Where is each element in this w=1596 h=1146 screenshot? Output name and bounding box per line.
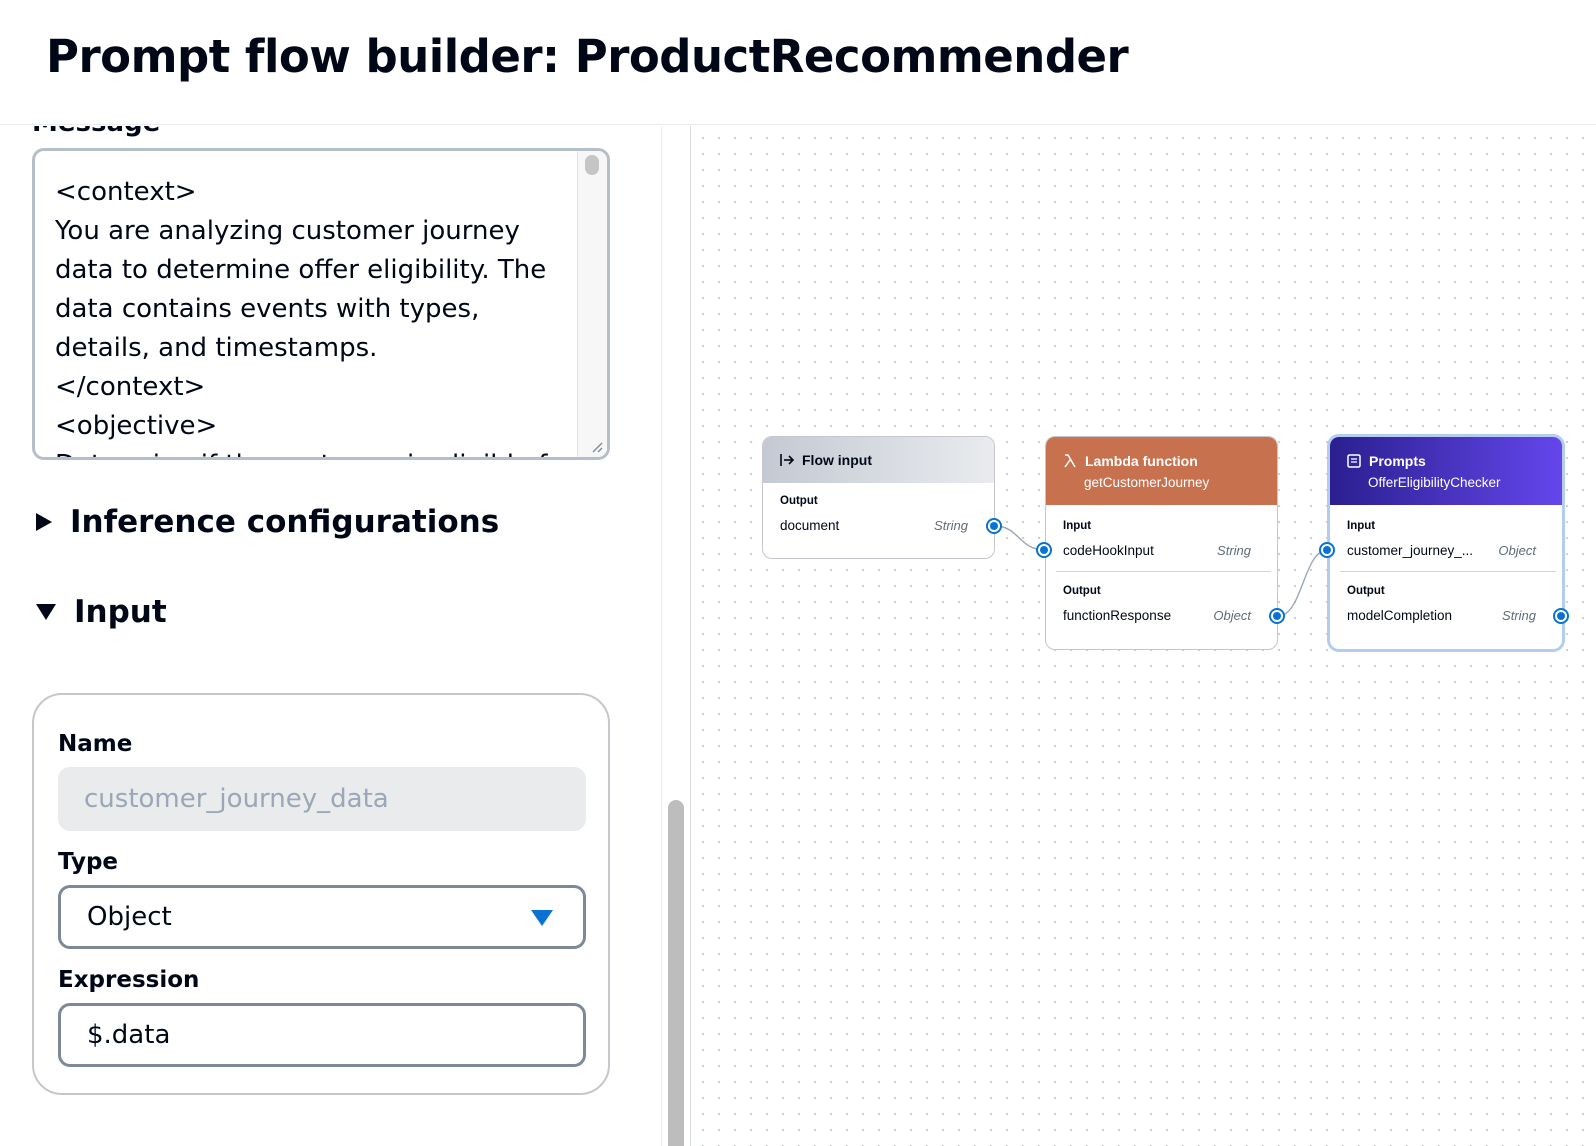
name-label: Name: [58, 731, 133, 757]
node-lambda-function[interactable]: Lambda function getCustomerJourney Input…: [1045, 436, 1278, 650]
expression-label: Expression: [58, 967, 200, 993]
caret-down-icon: [36, 604, 56, 620]
node-prompts-input-label: Input: [1347, 520, 1376, 532]
expression-input[interactable]: $.data: [58, 1003, 586, 1067]
resize-grip-icon[interactable]: [591, 441, 603, 453]
page-title: Prompt flow builder: ProductRecommender: [46, 30, 1129, 83]
message-text: <context> You are analyzing customer jou…: [55, 177, 574, 457]
node-prompts-header: Prompts OfferEligibilityChecker: [1330, 437, 1562, 505]
node-flow-input[interactable]: Flow input Output document String: [762, 436, 995, 559]
message-scroll-thumb[interactable]: [585, 155, 599, 175]
node-flow-input-output-label: Output: [780, 495, 818, 507]
node-prompts-subtitle: OfferEligibilityChecker: [1368, 474, 1501, 490]
name-field: customer_journey_data: [58, 767, 586, 831]
node-prompts-input-type: Object: [1498, 543, 1536, 558]
type-select-value: Object: [87, 902, 172, 932]
type-select[interactable]: Object: [58, 885, 586, 949]
flow-canvas[interactable]: Flow input Output document String Lambda…: [690, 126, 1596, 1146]
edge-lambda-to-prompts: [1277, 549, 1329, 617]
arrow-into-bar-icon: [780, 454, 795, 466]
node-lambda-input-type: String: [1217, 543, 1251, 558]
node-prompts-title: Prompts: [1369, 452, 1426, 469]
output-port[interactable]: [986, 518, 1002, 534]
node-lambda-output-type: Object: [1213, 608, 1251, 623]
message-textarea[interactable]: <context> You are analyzing customer jou…: [32, 148, 610, 460]
input-section-toggle[interactable]: Input: [36, 594, 167, 630]
node-flow-input-title: Flow input: [802, 452, 872, 468]
input-section-label: Input: [74, 594, 167, 630]
node-divider: [1340, 571, 1556, 572]
caret-down-icon: [531, 910, 553, 926]
message-scrollbar[interactable]: [577, 151, 607, 457]
input-port[interactable]: [1319, 542, 1335, 558]
node-config-panel: Message <context> You are analyzing cust…: [0, 126, 662, 1146]
caret-right-icon: [36, 513, 52, 531]
node-lambda-header: Lambda function getCustomerJourney: [1046, 437, 1277, 505]
node-divider: [1056, 571, 1271, 572]
node-lambda-title: Lambda function: [1085, 452, 1198, 469]
input-card: Name customer_journey_data Type Object E…: [32, 693, 610, 1095]
document-icon: [1347, 453, 1361, 468]
type-label: Type: [58, 849, 119, 875]
node-flow-input-output-type: String: [934, 518, 968, 533]
node-lambda-input-label: Input: [1063, 520, 1092, 532]
page-header: Prompt flow builder: ProductRecommender: [0, 0, 1596, 125]
node-prompts[interactable]: Prompts OfferEligibilityChecker Input cu…: [1327, 434, 1565, 652]
node-prompts-output-label: Output: [1347, 585, 1385, 597]
lambda-icon: [1064, 453, 1076, 467]
panel-scrollbar[interactable]: [668, 800, 684, 1146]
node-flow-input-output-name: document: [780, 518, 840, 533]
node-lambda-input-name: codeHookInput: [1063, 543, 1154, 558]
node-lambda-subtitle: getCustomerJourney: [1084, 474, 1210, 490]
node-prompts-output-name: modelCompletion: [1347, 608, 1453, 623]
inference-configurations-label: Inference configurations: [70, 504, 500, 540]
node-lambda-output-label: Output: [1063, 585, 1101, 597]
inference-configurations-toggle[interactable]: Inference configurations: [36, 504, 499, 540]
node-flow-input-header: Flow input: [763, 437, 994, 483]
output-port[interactable]: [1269, 608, 1285, 624]
node-lambda-output-name: functionResponse: [1063, 608, 1172, 623]
output-port[interactable]: [1553, 608, 1569, 624]
node-prompts-input-name: customer_journey_...: [1347, 543, 1474, 558]
message-label: Message: [32, 126, 160, 138]
input-port[interactable]: [1036, 542, 1052, 558]
node-prompts-output-type: String: [1502, 608, 1536, 623]
